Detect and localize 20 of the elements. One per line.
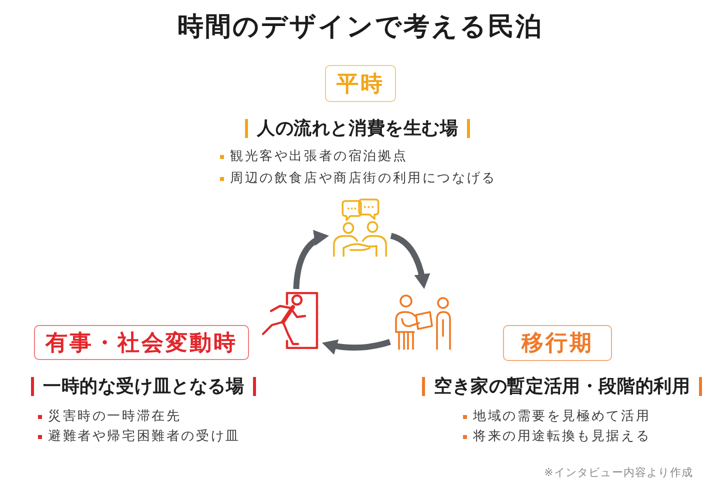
cycle-arrow (321, 339, 391, 354)
list-item: 将来の用途転換も見据える (473, 428, 651, 446)
source-note: ※インタビュー内容より作成 (544, 466, 693, 480)
section-heading: 空き家の暫定活用・段階的利用 (422, 377, 702, 396)
list-item: 避難者や帰宅困難者の受け皿 (48, 428, 240, 446)
cycle-arrow (293, 230, 330, 290)
people-with-document-icon (393, 292, 453, 350)
cycle-arrow (390, 232, 430, 290)
phase-tag: 移行期 (503, 325, 612, 361)
section-heading: 一時的な受け皿となる場 (31, 377, 256, 396)
section-heading: 人の流れと消費を生む場 (245, 119, 470, 138)
list-item: 観光客や出張者の宿泊拠点 (230, 148, 408, 166)
title: 時間のデザインで考える民泊 (177, 11, 543, 44)
phase-tag: 平時 (325, 65, 396, 102)
phase-tag: 有事・社会変動時 (34, 325, 249, 360)
list-item: 災害時の一時滞在先 (48, 408, 182, 426)
list-item: 周辺の飲食店や商店街の利用につなげる (230, 170, 496, 188)
person-running-from-door-icon (259, 292, 319, 349)
people-chatting-icon (332, 198, 388, 258)
list-item: 地域の需要を見極めて活用 (473, 408, 651, 426)
